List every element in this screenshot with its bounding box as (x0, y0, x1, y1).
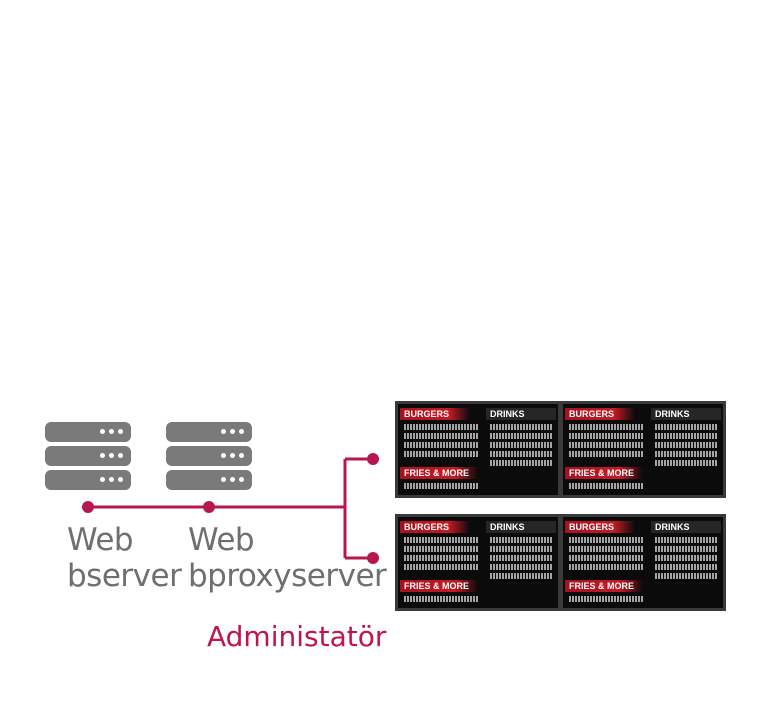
section-fries: FRIES & MORE (400, 580, 478, 592)
section-drinks: DRINKS (651, 408, 721, 420)
web-server-label-line2: bserver (67, 558, 182, 594)
menu-panel: BURGERS DRINKS FRIES & MORE (563, 517, 723, 608)
section-fries: FRIES & MORE (565, 580, 643, 592)
node-dot-screen-bottom (367, 552, 379, 564)
section-drinks: DRINKS (486, 408, 556, 420)
section-drinks: DRINKS (651, 521, 721, 533)
section-fries: FRIES & MORE (565, 467, 643, 479)
menu-board-screen-top: BURGERS DRINKS FRIES & MORE BURGERS DRIN… (395, 401, 726, 498)
section-burgers: BURGERS (400, 521, 470, 533)
menu-board-screen-bottom: BURGERS DRINKS FRIES & MORE BURGERS DRIN… (395, 514, 726, 611)
menu-panel: BURGERS DRINKS FRIES & MORE (563, 404, 723, 495)
node-dot-screen-top (367, 453, 379, 465)
section-fries: FRIES & MORE (400, 467, 478, 479)
menu-panel: BURGERS DRINKS FRIES & MORE (398, 517, 558, 608)
menu-panel: BURGERS DRINKS FRIES & MORE (398, 404, 558, 495)
section-drinks: DRINKS (486, 521, 556, 533)
proxy-server-label-line1: Web (188, 522, 255, 558)
proxy-server-label-line2: bproxyserver (188, 558, 387, 594)
section-burgers: BURGERS (565, 521, 635, 533)
node-dot-proxy-server (203, 501, 215, 513)
web-server-label: Web bserver (67, 522, 182, 594)
admin-label: Administatör (207, 620, 387, 653)
web-server-label-line1: Web (67, 522, 134, 558)
node-dot-web-server (82, 501, 94, 513)
proxy-server-icon (166, 422, 252, 494)
proxy-server-label: Web bproxyserver (188, 522, 387, 594)
web-server-icon (45, 422, 131, 494)
section-burgers: BURGERS (400, 408, 470, 420)
section-burgers: BURGERS (565, 408, 635, 420)
